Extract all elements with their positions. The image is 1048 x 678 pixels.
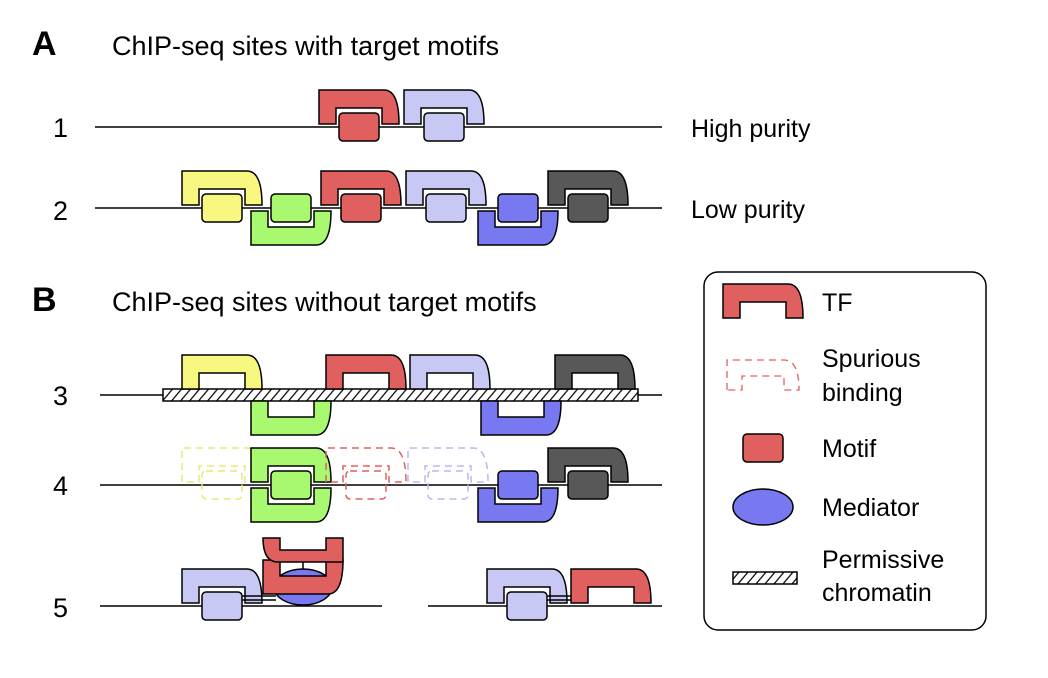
- row-2-lavender-motif: [425, 193, 467, 223]
- row-5-right-lavender-motif: [506, 591, 548, 621]
- row-4-lavender-spurious-motif: [427, 470, 469, 500]
- row-2-green-tf: [250, 210, 332, 246]
- row-5-right-red-tf: [570, 568, 652, 604]
- permissive-chromatin-bar: [162, 388, 639, 402]
- row-3-dark-tf: [554, 354, 636, 390]
- row-1-red-tf: [318, 89, 400, 125]
- row-5-right-lavender-tf: [486, 568, 568, 604]
- row-2-dark-motif: [567, 193, 609, 223]
- row-3-number: 3: [53, 381, 68, 411]
- row-4-green-tf: [250, 487, 332, 523]
- row-4-dark-tf: [547, 447, 629, 483]
- row-1-label: High purity: [691, 115, 811, 143]
- row-4-green-motif: [270, 470, 312, 500]
- row-4-dark-motif: [567, 470, 609, 500]
- row-3-green-tf: [250, 400, 332, 436]
- row-4-red-spurious-tf: [325, 447, 407, 483]
- row-4-yellow-spurious-motif: [201, 470, 243, 500]
- row-2-label: Low purity: [691, 196, 805, 224]
- legend-icons: [722, 283, 804, 585]
- row-1-red-motif: [338, 112, 380, 142]
- legend-permissive-label-2: chromatin: [822, 579, 932, 607]
- row-2-lavender-tf: [405, 170, 487, 206]
- row-4-number: 4: [53, 471, 68, 501]
- row-4-red-spurious-motif: [345, 470, 387, 500]
- row-2-yellow-motif: [201, 193, 243, 223]
- legend-permissive-label-1: Permissive: [822, 546, 944, 574]
- legend-spurious-label-1: Spurious: [822, 345, 921, 373]
- row-4-blue-motif: [497, 470, 539, 500]
- legend-mediator-icon: [732, 488, 794, 526]
- row-2-dark-tf: [547, 170, 629, 206]
- panel-b-title: ChIP-seq sites without target motifs: [112, 287, 537, 317]
- legend-tf-label: TF: [822, 289, 853, 317]
- row-3-proteins: [181, 354, 636, 436]
- panel-a-letter: A: [32, 25, 57, 63]
- row-4-green-top: [250, 447, 332, 483]
- panel-b-letter: B: [32, 281, 57, 319]
- row-4-yellow-spurious-tf: [181, 447, 263, 483]
- row-4-proteins: [181, 447, 629, 523]
- row-2-green-motif: [270, 193, 312, 223]
- legend-spurious-icon: [726, 359, 800, 391]
- row-3-red-tf: [325, 354, 407, 390]
- row-5-left-lavender-tf: [181, 568, 263, 604]
- row-2-number: 2: [53, 196, 68, 226]
- legend-mediator-label: Mediator: [822, 494, 919, 522]
- row-2-red-motif: [340, 193, 382, 223]
- panel-a-title: ChIP-seq sites with target motifs: [112, 31, 499, 61]
- row-3-blue-tf: [480, 400, 562, 436]
- row-1-lavender-tf: [403, 89, 485, 125]
- row-1-lavender-motif: [423, 112, 465, 142]
- legend-spurious-label-2: binding: [822, 379, 903, 407]
- legend-tf-icon: [722, 283, 804, 319]
- legend-motif-label: Motif: [822, 435, 876, 463]
- legend-box: [703, 271, 987, 631]
- row-1-number: 1: [53, 113, 68, 143]
- row-1-proteins: [318, 89, 485, 142]
- row-2-red-tf: [320, 170, 402, 206]
- row-5-number: 5: [53, 593, 68, 623]
- legend-permissive-icon: [732, 571, 798, 585]
- row-3-yellow-tf: [181, 354, 263, 390]
- row-2-blue-tf: [477, 210, 559, 246]
- row-5-hanging-red-tf-shape: [262, 537, 344, 563]
- row-4-lavender-spurious-tf: [407, 447, 489, 483]
- row-2-blue-motif: [497, 193, 539, 223]
- row-5-proteins: [181, 537, 652, 621]
- legend-motif-icon: [742, 433, 784, 463]
- row-3-lavender-tf: [409, 354, 491, 390]
- row-4-blue-tf: [477, 487, 559, 523]
- row-5-left-lavender-motif: [201, 591, 243, 621]
- row-2-proteins: [181, 170, 629, 246]
- row-2-yellow-tf: [181, 170, 263, 206]
